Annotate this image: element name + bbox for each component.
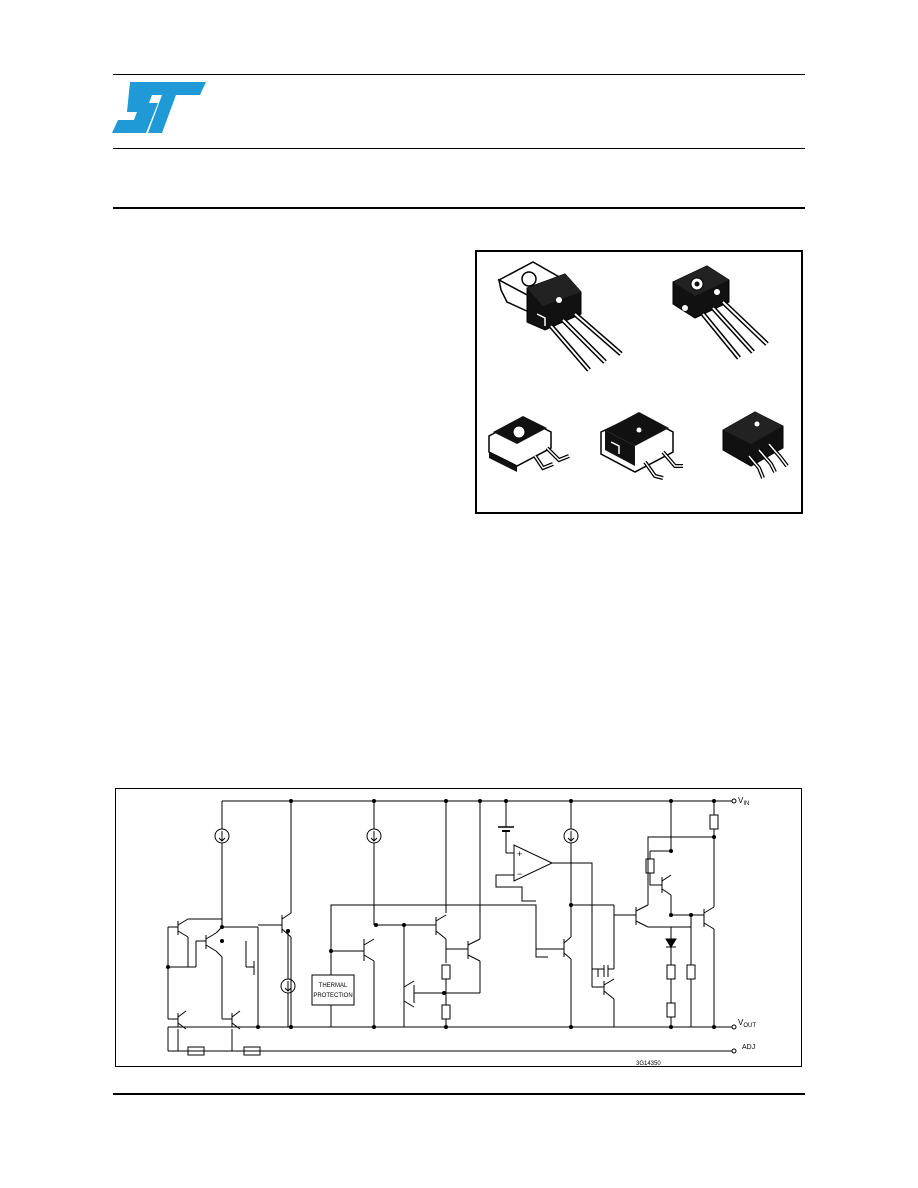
- current-source-1: [214, 801, 230, 927]
- vin-label: VIN: [738, 796, 749, 807]
- current-source-3: [563, 801, 579, 905]
- header-rule-top: [113, 74, 805, 75]
- current-source-2: [366, 801, 382, 925]
- vout-label: VOUT: [738, 1018, 756, 1029]
- svg-text:THERMAL: THERMAL: [319, 983, 348, 989]
- block-diagram: + − THERMAL PROTECTION: [115, 788, 802, 1067]
- package-images: [475, 250, 803, 514]
- st-logo-icon: [112, 82, 206, 133]
- current-source-4: [280, 931, 296, 1027]
- drawing-code: 3G14350: [636, 1061, 661, 1067]
- package-d2pak: [600, 412, 683, 480]
- package-i2pak: [722, 411, 789, 479]
- reference-voltage: [498, 801, 514, 854]
- output-stage-transistors: [536, 801, 719, 1027]
- package-to220: [497, 261, 623, 372]
- adj-label: ADJ: [742, 1044, 755, 1051]
- header-rule-bottom: [113, 207, 805, 209]
- input-stage-transistors: [167, 918, 261, 1056]
- driver-transistors: [258, 801, 481, 1027]
- footer-rule: [113, 1093, 805, 1095]
- svg-text:−: −: [517, 869, 522, 879]
- header-rule-middle: [113, 148, 805, 149]
- error-amplifier: + −: [495, 844, 593, 969]
- package-to220fp: [672, 265, 769, 360]
- svg-text:+: +: [517, 849, 522, 859]
- svg-text:PROTECTION: PROTECTION: [313, 993, 352, 999]
- thermal-protection-block: THERMAL PROTECTION: [311, 904, 548, 1027]
- package-dpak: [488, 416, 570, 472]
